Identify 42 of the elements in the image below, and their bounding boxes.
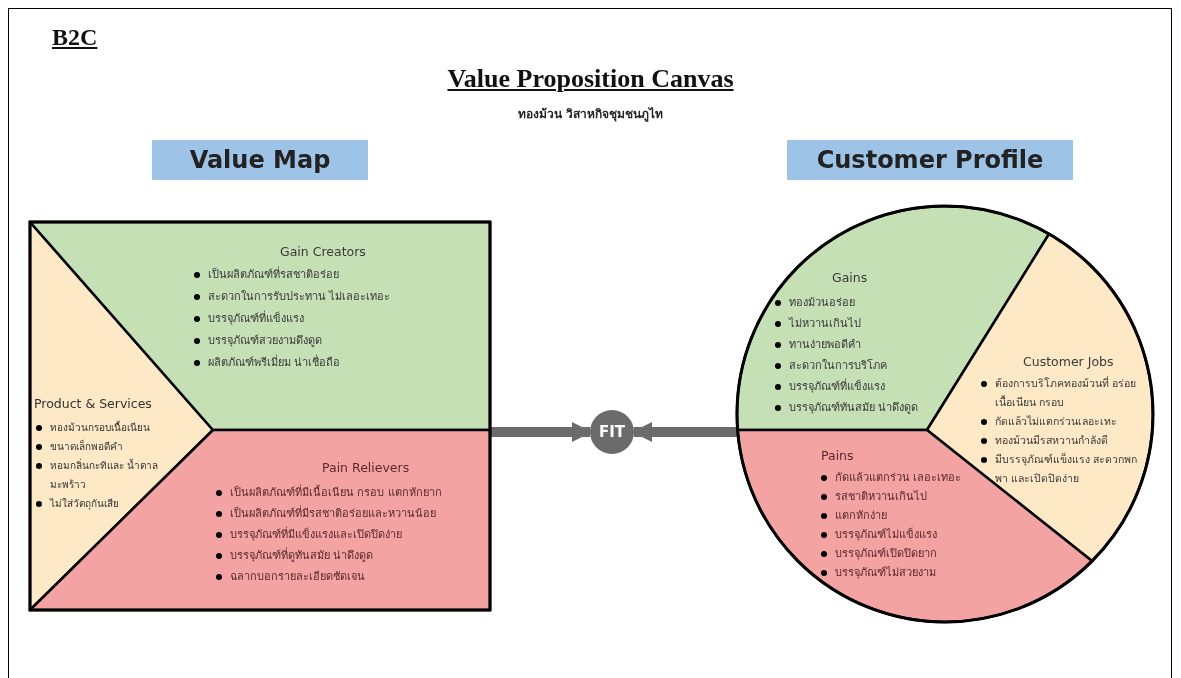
bullet-item: แตกหักง่าย xyxy=(819,506,989,525)
bullet-item: เป็นผลิตภัณฑ์ที่มีรสชาติอร่อยและหวานน้อย xyxy=(214,503,486,524)
bullet-item: ต้องการบริโภคทองม้วนที่ อร่อย เนื้อเนียน กรอบ xyxy=(979,374,1139,412)
section-heading: Pains xyxy=(821,448,854,463)
bullet-item: ผลิตภัณฑ์พรีเมี่ยม น่าเชื่อถือ xyxy=(192,352,482,374)
bullet-item: บรรจุภัณฑ์ที่มีแข็งแรงและเปิดปิดง่าย xyxy=(214,524,486,545)
fit-arrow xyxy=(632,422,738,442)
bullet-item: ทองม้วนอร่อย xyxy=(773,292,973,313)
bullet-item: บรรจุภัณฑ์ไม่สวยงาม xyxy=(819,563,989,582)
diagram-title: Value Proposition Canvas xyxy=(446,64,735,94)
bullet-item: บรรจุภัณฑ์ที่แข็งแรง xyxy=(773,376,973,397)
heading-band: Value Map xyxy=(152,140,368,180)
section-heading: Gain Creators xyxy=(280,244,366,259)
bullet-item: ทองม้วนมีรสหวานกำลังดี xyxy=(979,431,1139,450)
bullet-item: รสชาติหวานเกินไป xyxy=(819,487,989,506)
fit-arrow xyxy=(490,422,592,442)
scenario-label: B2C xyxy=(52,24,98,51)
bullet-item: บรรจุภัณฑ์ที่แข็งแรง xyxy=(192,308,482,330)
bullet-item: ทองม้วนกรอบเนื้อเนียน xyxy=(34,418,160,437)
bullet-item: ขนาดเล็กพอดีคำ xyxy=(34,437,160,456)
heading-band: Customer Profile xyxy=(787,140,1073,180)
bullet-item: บรรจุภัณฑ์ที่ดูทันสมัย น่าดึงดูด xyxy=(214,545,486,566)
bullet-item: ไม่ใส่วัตถุกันเสีย xyxy=(34,494,160,513)
bullet-item: ไม่หวานเกินไป xyxy=(773,313,973,334)
section-heading: Product & Services xyxy=(34,396,152,411)
section-heading: Pain Relievers xyxy=(322,460,410,475)
bullet-item: บรรจุภัณฑ์ทันสมัย น่าดึงดูด xyxy=(773,397,973,418)
bullet-item: กัดแล้วไม่แตกร่วนเลอะเทะ xyxy=(979,412,1139,431)
bullet-item: สะดวกในการบริโภค xyxy=(773,355,973,376)
bullet-item: เป็นผลิตภัณฑ์ที่มีเนื้อเนียน กรอบ แตกหักยาก xyxy=(214,482,486,503)
section-heading: Gains xyxy=(832,270,868,285)
bullet-item: บรรจุภัณฑ์ไม่แข็งแรง xyxy=(819,525,989,544)
subtitle: ทองม้วน วิสาหกิจชุมชนภูไท xyxy=(517,107,664,121)
bullet-item: ฉลากบอกรายละเอียดชัดเจน xyxy=(214,566,486,587)
bullet-item: สะดวกในการรับประทาน ไม่เลอะเทอะ xyxy=(192,286,482,308)
bullet-item: บรรจุภัณฑ์สวยงามดึงดูด xyxy=(192,330,482,352)
bullet-item: ทานง่ายพอดีคำ xyxy=(773,334,973,355)
bullet-item: บรรจุภัณฑ์เปิดปิดยาก xyxy=(819,544,989,563)
section-heading: Customer Jobs xyxy=(1023,354,1114,369)
bullet-item: หอมกลิ่นกะทิและ น้ำตาลมะพร้าว xyxy=(34,456,160,494)
bullet-item: เป็นผลิตภัณฑ์ที่รสชาติอร่อย xyxy=(192,264,482,286)
fit-circle: FIT xyxy=(590,410,634,454)
